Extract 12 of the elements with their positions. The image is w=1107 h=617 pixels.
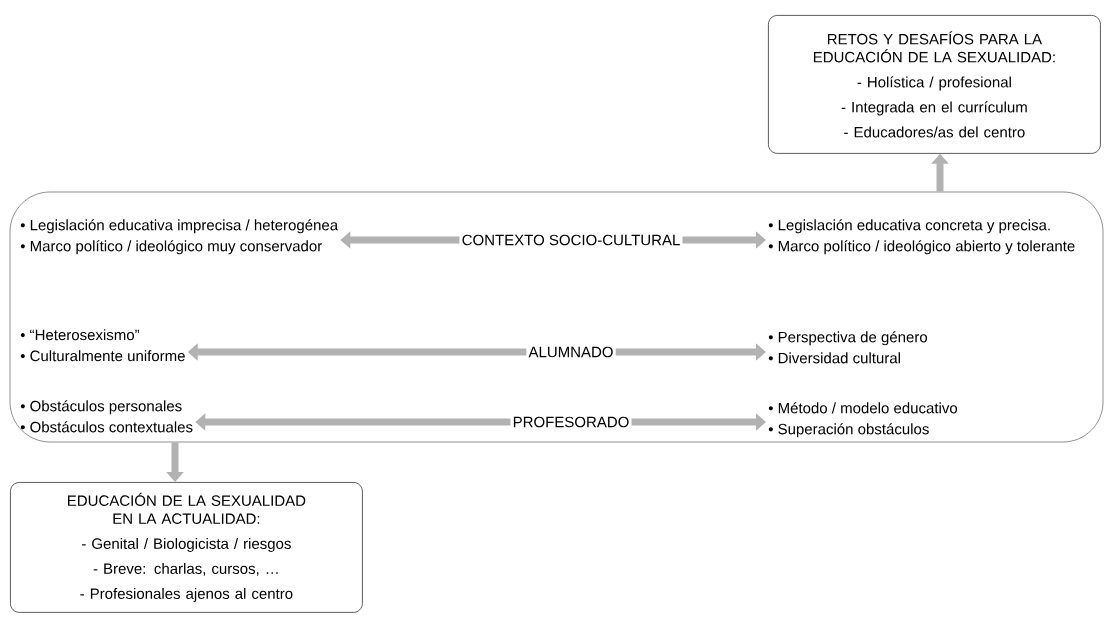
bullet-list: • “Heterosexismo” • Culturalmente uniforme: [20, 329, 185, 362]
rounded-band: [9, 191, 1104, 443]
bullet-list: • Perspectiva de género • Diversidad cultural: [768, 331, 928, 364]
row-label: CONTEXTO SOCIO-CULTURAL: [462, 234, 680, 246]
row-label: ALUMNADO: [528, 346, 613, 358]
bullet-list: • Obstáculos personales • Obstáculos contextuales: [20, 400, 193, 433]
bullet-list: • Método / modelo educativo • Superación obstáculos: [768, 402, 958, 438]
text-box: EDUCACIÓN DE LA SEXUALIDAD EN LA ACTUALIDAD: - Genital / Biologicista / riesgos - Breve: charlas, cursos, … - Profesionales ajenos al centro: [10, 482, 363, 613]
bullet-list: • Legislación educativa imprecisa / heterogénea • Marco político / ideológico muy conservador: [20, 219, 339, 255]
bullet-list: • Legislación educativa concreta y precisa. • Marco político / ideológico abierto y tolerante: [768, 219, 1075, 255]
text-box: RETOS Y DESAFÍOS PARA LA EDUCACIÓN DE LA SEXUALIDAD: - Holística / profesional - Integrada en el currículum - Educadores/as del centro: [768, 15, 1101, 154]
row-label: PROFESORADO: [513, 416, 629, 428]
